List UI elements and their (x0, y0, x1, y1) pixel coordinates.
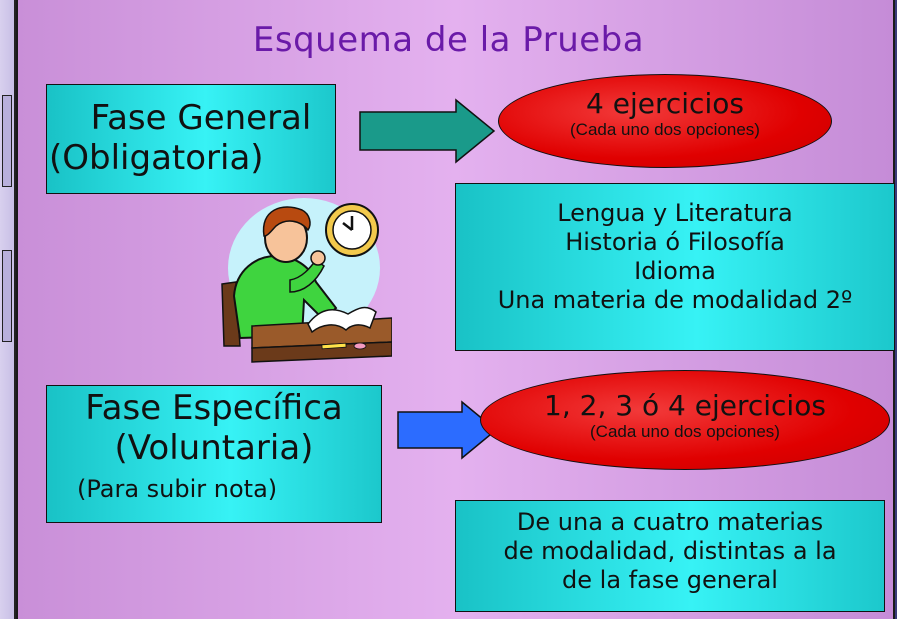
clock-icon (325, 203, 379, 257)
fase-general-ellipse: 4 ejercicios (Cada uno dos opciones) (498, 74, 832, 168)
arrow-right-icon (359, 98, 496, 164)
materia-item: de la fase general (562, 566, 778, 594)
fase-especifica-label: Fase Específica (85, 388, 343, 428)
fase-especifica-opciones: (Cada uno dos opciones) (590, 422, 780, 441)
fase-especifica-box: Fase Específica (Voluntaria) (Para subir… (46, 385, 382, 523)
materia-item: Lengua y Literatura (557, 199, 793, 227)
materia-item: De una a cuatro materias (516, 508, 824, 536)
fase-general-sublabel: (Obligatoria) (49, 138, 264, 178)
open-book (307, 306, 377, 334)
materia-item: Una materia de modalidad 2º (497, 286, 853, 314)
fase-especifica-arrow (397, 400, 498, 460)
materia-item: Historia ó Filosofía (565, 228, 785, 256)
fase-general-ejercicios: 4 ejercicios (586, 87, 744, 120)
student-hair (262, 206, 311, 237)
fase-general-label: Fase General (90, 98, 312, 138)
sidebar-segment (2, 250, 12, 342)
arrow-right-icon (397, 400, 498, 460)
left-sidebar-strip (0, 0, 16, 619)
materia-item: de modalidad, distintas a la (503, 537, 837, 565)
materia-item: Idioma (634, 257, 716, 285)
fase-general-materias-box: Lengua y Literatura Historia ó Filosofía… (455, 183, 895, 351)
fase-general-arrow (359, 98, 496, 164)
page-title: Esquema de la Prueba (252, 20, 645, 60)
fase-especifica-note: (Para subir nota) (77, 475, 278, 503)
fase-general-box: Fase General (Obligatoria) (46, 84, 336, 194)
sidebar-segment (2, 95, 12, 187)
student-arm (289, 258, 325, 293)
fase-especifica-ejercicios: 1, 2, 3 ó 4 ejercicios (544, 389, 826, 422)
pencil (321, 342, 347, 350)
fase-especifica-materias-box: De una a cuatro materias de modalidad, d… (455, 500, 885, 612)
student-hand (310, 250, 326, 266)
student-studying-illustration (221, 198, 392, 363)
fase-general-opciones: (Cada uno dos opciones) (570, 120, 760, 139)
fase-especifica-ellipse: 1, 2, 3 ó 4 ejercicios (Cada uno dos opc… (480, 370, 890, 470)
fase-especifica-sublabel: (Voluntaria) (114, 428, 314, 468)
eraser (353, 342, 367, 350)
